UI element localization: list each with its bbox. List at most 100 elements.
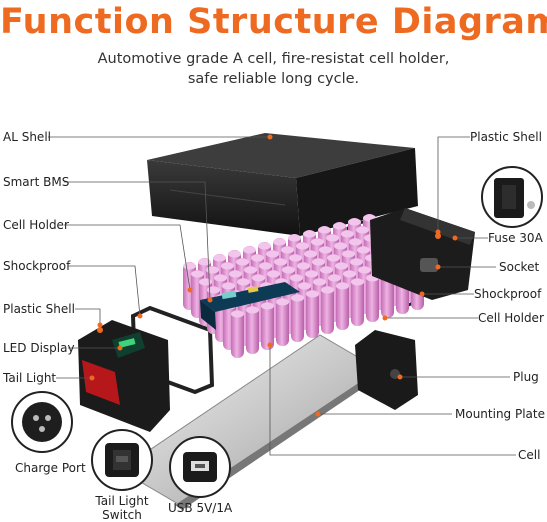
battery-cell [351, 278, 364, 326]
battery-cell-top [261, 302, 274, 310]
battery-cell-top [311, 238, 324, 246]
battery-cell-top [191, 270, 204, 278]
battery-cell-top [334, 242, 347, 250]
battery-cell-top [258, 242, 271, 250]
battery-cell [276, 298, 289, 346]
subtitle-line-1: Automotive grade A cell, fire-resistat c… [97, 51, 450, 67]
al-shell [147, 133, 418, 236]
label-mounting-plate: Mounting Plate [455, 407, 545, 421]
battery-cell-top [357, 246, 370, 254]
battery-cell-top [320, 266, 333, 274]
battery-cell-top [350, 258, 363, 266]
battery-cell-top [313, 278, 326, 286]
label-tail-light: Tail Light [3, 371, 57, 385]
battery-cell [246, 306, 259, 354]
battery-cell-top [214, 274, 227, 282]
cell-pack [183, 214, 424, 358]
battery-cell-top [274, 258, 287, 266]
battery-cell-top [321, 286, 334, 294]
battery-cell-top [221, 262, 234, 270]
battery-cell-top [318, 226, 331, 234]
charge-port-inset [11, 391, 73, 453]
label-plastic-shell-left: Plastic Shell [3, 302, 75, 316]
label-cell-holder-right: Cell Holder [478, 311, 544, 325]
battery-cell-top [341, 230, 354, 238]
leader-dots [89, 134, 458, 417]
battery-cell-top [183, 262, 196, 270]
battery-cell-top [206, 266, 219, 274]
battery-cell-top [267, 270, 280, 278]
battery-cell-top [343, 270, 356, 278]
battery-cell-top [281, 246, 294, 254]
battery-cell-top [231, 310, 244, 318]
label-led-display: LED Display [3, 341, 75, 355]
battery-cell-top [244, 266, 257, 274]
label-shockproof-right: Shockproof [474, 287, 542, 301]
battery-cell-top [303, 230, 316, 238]
battery-cell [321, 286, 334, 334]
subtitle-line-2: safe reliable long cycle. [187, 71, 360, 87]
battery-cell-top [288, 234, 301, 242]
tail-light-switch-inset [91, 429, 153, 491]
battery-cell-top [349, 238, 362, 246]
label-fuse: Fuse 30A [488, 231, 543, 245]
label-tail-light-switch-2: Switch [102, 508, 142, 522]
battery-cell-top [358, 266, 371, 274]
battery-cell-top [326, 234, 339, 242]
battery-cell-top [290, 274, 303, 282]
label-smart-bms: Smart BMS [3, 175, 70, 189]
label-charge-port: Charge Port [15, 461, 86, 475]
battery-cell-top [335, 262, 348, 270]
battery-cell-top [304, 250, 317, 258]
battery-cell-top [298, 282, 311, 290]
battery-cell [336, 282, 349, 330]
label-cell-holder-left: Cell Holder [3, 218, 69, 232]
battery-cell-top [282, 266, 295, 274]
battery-cell-top [356, 226, 369, 234]
battery-cell-top [266, 250, 279, 258]
battery-cell [291, 294, 304, 342]
battery-cell-top [328, 274, 341, 282]
battery-cell-top [259, 262, 272, 270]
battery-cell [261, 302, 274, 350]
label-usb: USB 5V/1A [168, 501, 233, 515]
label-plug: Plug [513, 370, 539, 384]
battery-cell-top [246, 306, 259, 314]
battery-cell-top [273, 238, 286, 246]
battery-cell-top [237, 278, 250, 286]
label-socket: Socket [499, 260, 540, 274]
battery-cell-top [251, 254, 264, 262]
diagram-title: Function Structure Diagram [0, 2, 547, 42]
battery-cell-top [351, 278, 364, 286]
battery-cell-top [297, 262, 310, 270]
label-cell: Cell [518, 448, 541, 462]
right-end-cap [370, 208, 475, 300]
battery-cell-top [289, 254, 302, 262]
smart-bms-board [200, 282, 300, 330]
battery-cell [366, 274, 379, 322]
battery-cell-top [312, 258, 325, 266]
battery-cell-top [305, 270, 318, 278]
battery-cell-top [348, 218, 361, 226]
battery-cell-top [336, 282, 349, 290]
battery-cell-top [291, 294, 304, 302]
battery-cell-top [213, 254, 226, 262]
battery-cell-top [276, 298, 289, 306]
battery-cell-top [207, 286, 220, 294]
fuse-inset [481, 166, 543, 228]
battery-cell-top [229, 270, 242, 278]
battery-cell-top [252, 274, 265, 282]
battery-cell-top [228, 250, 241, 258]
usb-inset [169, 436, 231, 498]
label-plastic-shell-right: Plastic Shell [470, 130, 542, 144]
battery-cell-top [319, 246, 332, 254]
battery-cell-top [327, 254, 340, 262]
battery-cell-top [236, 258, 249, 266]
label-al-shell: AL Shell [3, 130, 51, 144]
battery-cell-top [243, 246, 256, 254]
battery-cell-top [306, 290, 319, 298]
label-tail-light-switch-1: Tail Light [95, 494, 149, 508]
battery-cell [231, 310, 244, 358]
plug-bracket [355, 330, 418, 410]
